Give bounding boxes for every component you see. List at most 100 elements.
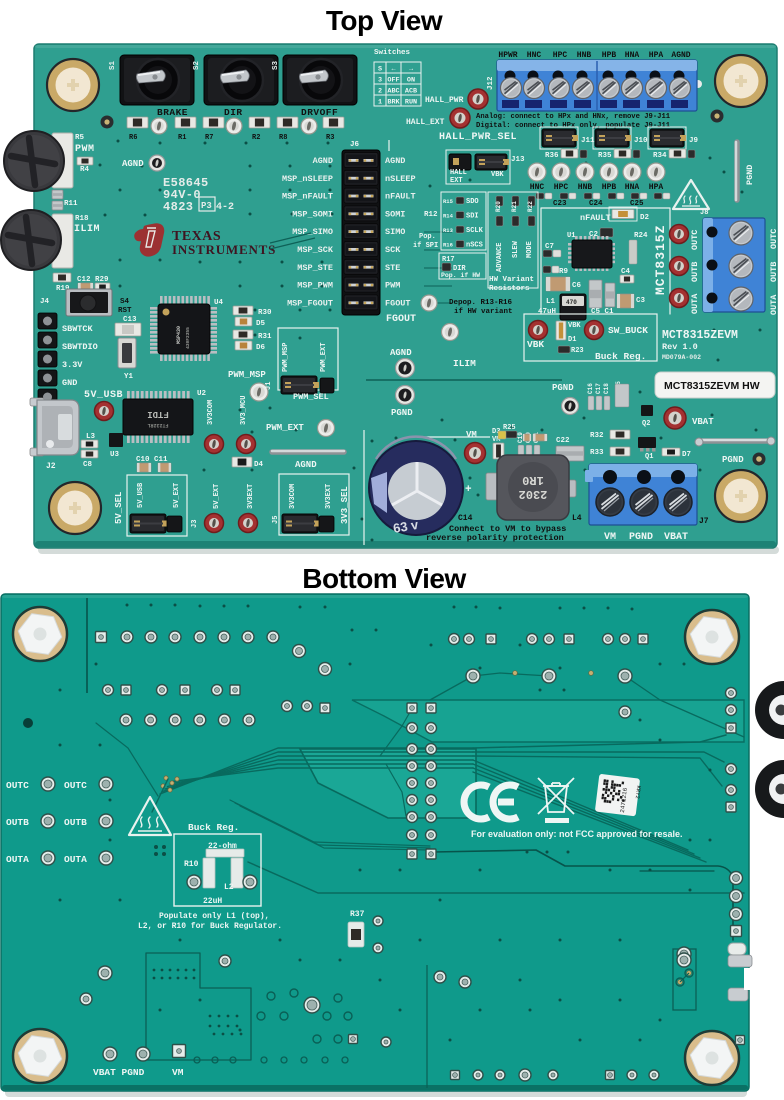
svg-text:C2: C2 [589,231,599,239]
svg-text:FT232RL: FT232RL [147,422,168,428]
svg-text:For evaluation only: not FCC a: For evaluation only: not FCC approved fo… [471,829,683,839]
svg-text:RST: RST [118,307,132,315]
svg-text:MSP_nSLEEP: MSP_nSLEEP [282,174,333,184]
svg-text:R29: R29 [95,276,109,284]
svg-text:PWM_EXT: PWM_EXT [266,423,304,433]
svg-text:E58645: E58645 [163,176,209,190]
svg-text:R36: R36 [545,152,559,160]
svg-text:VBAT: VBAT [692,417,714,427]
svg-text:AGND: AGND [122,159,144,169]
svg-text:D7: D7 [682,451,691,459]
svg-text:PWM_EXT: PWM_EXT [320,343,328,372]
svg-text:J7: J7 [699,517,709,526]
svg-text:R3: R3 [326,134,334,142]
svg-text:3V3COM: 3V3COM [207,400,215,425]
svg-text:VM: VM [492,436,500,444]
svg-text:PWM_MSP: PWM_MSP [282,343,290,372]
svg-text:430F2355: 430F2355 [185,327,191,349]
svg-text:Connect to VM to bypass: Connect to VM to bypass [449,524,566,534]
svg-text:MSP_FGOUT: MSP_FGOUT [287,298,333,308]
svg-text:PGND: PGND [552,383,574,393]
svg-text:R19: R19 [56,285,70,293]
svg-text:PWM_MSP: PWM_MSP [228,370,266,380]
svg-text:63 v: 63 v [392,517,420,536]
svg-text:R8: R8 [279,134,287,142]
svg-text:OUTB: OUTB [6,817,29,828]
svg-text:Q2: Q2 [642,420,650,428]
svg-text:Rev 1.0: Rev 1.0 [662,342,698,352]
svg-text:R18: R18 [75,215,89,223]
svg-text:nFAULT: nFAULT [385,192,416,202]
svg-text:3V3COM: 3V3COM [289,484,297,509]
svg-text:L3: L3 [86,433,96,441]
svg-text:SW_BUCK: SW_BUCK [608,325,648,336]
svg-text:D1: D1 [568,336,576,344]
svg-text:Y1: Y1 [124,373,134,381]
svg-text:BRK: BRK [387,99,400,107]
svg-text:Populate only L1 (top),: Populate only L1 (top), [159,912,269,921]
svg-text:ILIM: ILIM [74,224,100,235]
svg-text:ADVANCE: ADVANCE [496,243,504,272]
svg-text:P3: P3 [201,201,212,211]
svg-text:R33: R33 [590,449,604,457]
svg-text:HPA: HPA [649,183,664,192]
svg-text:2: 2 [378,88,382,96]
svg-text:U2: U2 [197,390,207,398]
svg-text:OUTC: OUTC [6,780,29,791]
svg-text:L2: L2 [224,883,234,892]
svg-text:SDO: SDO [466,198,479,206]
svg-text:SBWTCK: SBWTCK [62,324,94,334]
svg-text:S: S [378,66,382,74]
svg-text:R30: R30 [258,309,272,317]
svg-text:OFF: OFF [387,77,399,85]
svg-text:SCLK: SCLK [466,227,484,235]
svg-text:OUTA: OUTA [6,854,29,865]
svg-text:HALL_PWR: HALL_PWR [425,96,464,105]
svg-text:U1: U1 [567,232,575,240]
svg-text:AGND: AGND [295,460,317,470]
svg-text:AGND: AGND [390,348,412,358]
svg-text:S2: S2 [193,60,201,70]
svg-text:+: + [465,484,472,496]
svg-text:MSP_STE: MSP_STE [297,263,333,273]
svg-text:5V_EXT: 5V_EXT [173,483,181,508]
svg-text:470: 470 [566,299,577,306]
svg-text:PWM: PWM [385,281,400,291]
svg-text:C25: C25 [630,200,644,208]
svg-text:GND: GND [62,378,77,388]
svg-text:VM: VM [466,430,477,440]
svg-text:5V_USB: 5V_USB [137,482,145,508]
svg-text:C7: C7 [545,243,554,251]
svg-text:DIR: DIR [224,107,243,118]
svg-text:VBK: VBK [491,171,504,179]
svg-text:C18: C18 [603,383,610,394]
svg-text:Q1: Q1 [645,453,653,461]
svg-text:HW Variant: HW Variant [489,276,534,284]
svg-text:47uH: 47uH [538,308,556,316]
svg-text:S1: S1 [109,60,117,70]
svg-text:3V3EXT: 3V3EXT [247,484,255,509]
svg-text:R32: R32 [590,432,604,440]
svg-text:MSP_nFAULT: MSP_nFAULT [282,192,333,202]
svg-text:2302: 2302 [519,487,548,501]
svg-text:nSCS: nSCS [466,242,483,250]
svg-text:R13: R13 [443,227,454,234]
svg-text:ACB: ACB [405,88,417,96]
svg-text:SLEW: SLEW [512,240,520,258]
svg-text:C5 C1: C5 C1 [591,308,614,316]
svg-text:R21: R21 [511,201,518,212]
svg-text:SOMI: SOMI [385,209,405,219]
svg-text:C8: C8 [83,461,93,469]
svg-text:Pop. if HW: Pop. if HW [441,272,480,279]
svg-text:Resistors: Resistors [489,285,530,293]
svg-text:R7: R7 [205,134,213,142]
svg-text:OUTA: OUTA [769,294,779,315]
svg-text:AGND: AGND [671,51,690,60]
svg-text:BRAKE: BRAKE [157,107,188,118]
svg-text:HNA: HNA [625,183,640,192]
svg-text:R1: R1 [178,134,186,142]
svg-text:KRY2: KRY2 [634,785,643,799]
svg-text:L4: L4 [572,514,582,523]
svg-text:HPC: HPC [553,51,568,60]
svg-text:R16: R16 [443,242,453,249]
